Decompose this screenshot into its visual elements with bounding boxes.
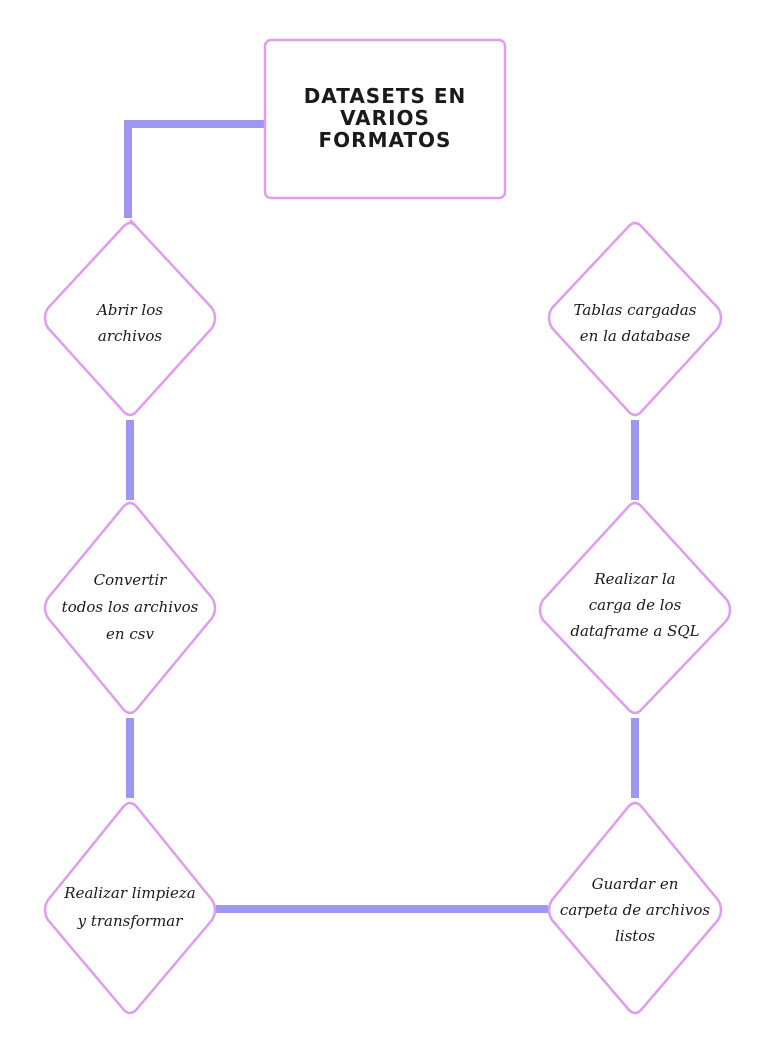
step-convertir-line-2: todos los archivos — [62, 598, 199, 616]
step-carga-line-2: carga de los — [589, 596, 682, 614]
step-carga-line-3: dataframe a SQL — [570, 622, 699, 640]
title-line-3: FORMATOS — [319, 128, 452, 152]
step-limpieza-line-2: y transformar — [77, 912, 184, 930]
step-carga-line-1: Realizar la — [593, 570, 675, 588]
step-abrir-line-1: Abrir los — [95, 301, 163, 319]
step-tablas-cargadas: Tablas cargadas en la database — [547, 221, 723, 417]
step-guardar-line-1: Guardar en — [592, 875, 679, 893]
title-box: DATASETS EN VARIOS FORMATOS — [263, 38, 507, 200]
step-limpieza-transformar: Realizar limpieza y transformar — [43, 801, 217, 1015]
step-guardar-line-3: listos — [615, 927, 655, 945]
step-abrir-line-2: archivos — [98, 327, 162, 345]
title-line-1: DATASETS EN — [304, 84, 467, 108]
title-line-2: VARIOS — [340, 106, 430, 130]
connector-title-to-abrir — [124, 120, 265, 218]
step-convertir-line-3: en csv — [106, 625, 154, 643]
step-convertir-csv: Convertir todos los archivos en csv — [43, 501, 217, 715]
step-convertir-line-1: Convertir — [94, 571, 168, 589]
step-tablas-line-2: en la database — [580, 327, 691, 345]
step-guardar-carpeta: Guardar en carpeta de archivos listos — [547, 801, 723, 1015]
step-tablas-line-1: Tablas cargadas — [574, 301, 697, 319]
step-carga-sql: Realizar la carga de los dataframe a SQL — [538, 501, 732, 715]
step-limpieza-line-1: Realizar limpieza — [63, 884, 195, 902]
step-guardar-line-2: carpeta de archivos — [560, 901, 710, 919]
step-abrir-archivos: Abrir los archivos — [43, 219, 217, 417]
